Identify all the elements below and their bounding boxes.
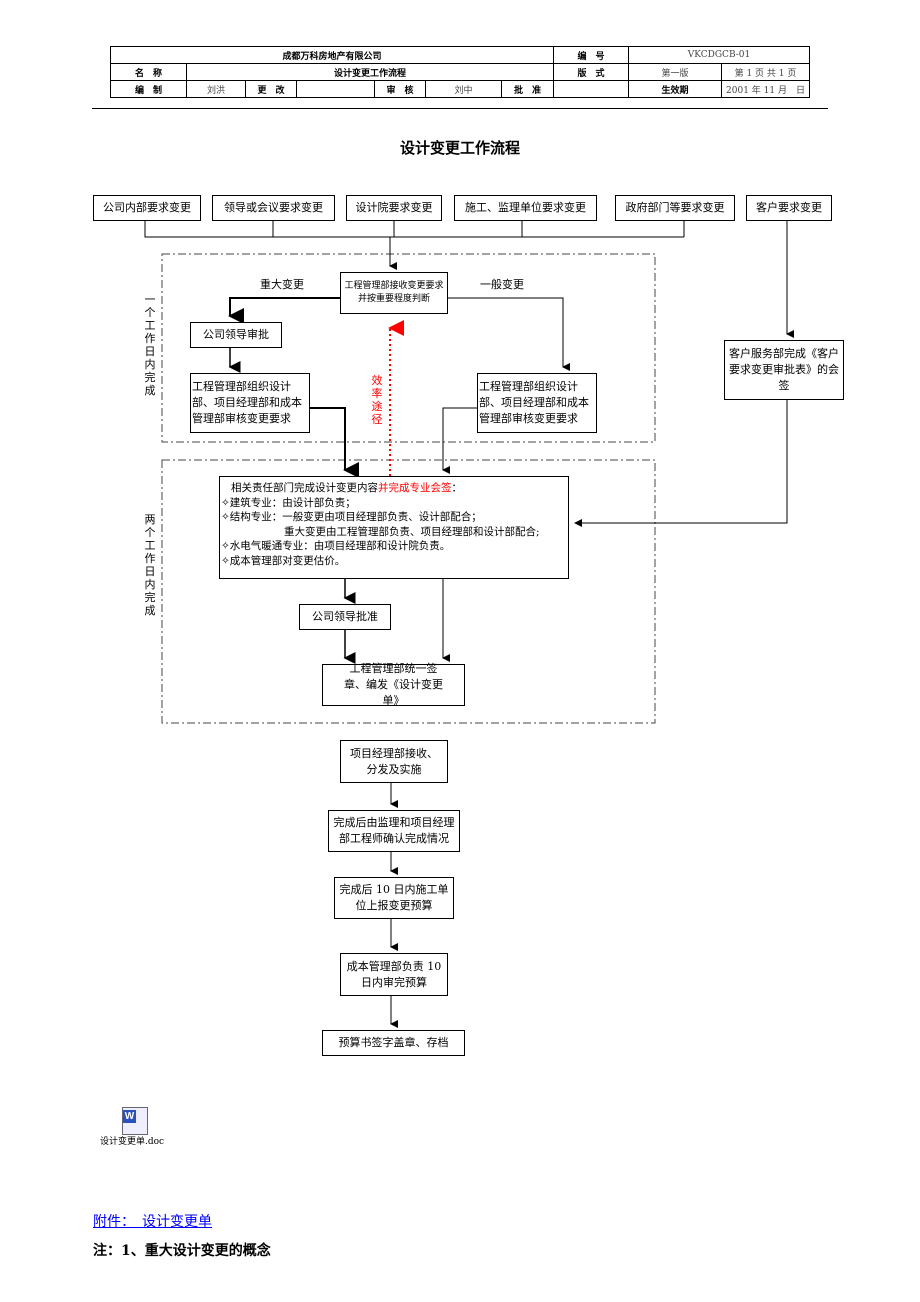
customer-box: 客户服务部完成《客户要求变更审批表》的会签 xyxy=(724,340,844,400)
main-content-box: 相关责任部门完成设计变更内容并完成专业会签： ✧建筑专业：由设计部负责； ✧结构… xyxy=(219,476,569,579)
efficiency-label: 效率途径 xyxy=(371,374,383,426)
review-left-box: 工程管理部组织设计部、项目经理部和成本管理部审核变更要求 xyxy=(190,373,310,433)
source-internal: 公司内部要求变更 xyxy=(93,195,201,221)
minor-label: 一般变更 xyxy=(480,278,524,291)
word-doc-icon[interactable]: W xyxy=(122,1107,148,1135)
main-line: ✧建筑专业：由设计部负责； xyxy=(221,496,356,509)
source-design-institute: 设计院要求变更 xyxy=(346,195,442,221)
source-contractor: 施工、监理单位要求变更 xyxy=(454,195,597,221)
cost-box: 成本管理部负责 10 日内审完预算 xyxy=(340,953,448,996)
zone1-label: 一个工作日内完成 xyxy=(144,293,156,397)
judge-box: 工程管理部接收变更要求并按重要程度判断 xyxy=(340,272,448,314)
archive-box: 预算书签字盖章、存档 xyxy=(322,1030,465,1056)
page-title: 设计变更工作流程 xyxy=(399,139,520,157)
main-line: 重大变更由工程管理部负责、项目经理部和设计部配合; xyxy=(221,525,540,538)
leader-review-box: 公司领导审批 xyxy=(190,322,282,348)
zone2-label: 两个工作日内完成 xyxy=(144,513,156,617)
leader-approve-box: 公司领导批准 xyxy=(299,604,391,630)
attachment-filename[interactable]: 设计变更单.doc xyxy=(100,1137,165,1147)
effective-label: 生效期 xyxy=(628,80,722,98)
source-leadership: 领导或会议要求变更 xyxy=(212,195,335,221)
note-heading: 注：1、重大设计变更的概念 xyxy=(93,1243,271,1259)
major-label: 重大变更 xyxy=(260,278,304,291)
source-customer: 客户要求变更 xyxy=(746,195,832,221)
main-intro-red: 并完成专业会签 xyxy=(378,482,452,494)
attachment-link[interactable]: 附件： 设计变更单 xyxy=(93,1214,212,1230)
main-line: ✧水电气暖通专业：由项目经理部和设计院负责。 xyxy=(221,540,451,552)
issue-box: 工程管理部统一签章、编发《设计变更单》 xyxy=(322,662,465,707)
divider xyxy=(92,108,828,109)
source-government: 政府部门等要求变更 xyxy=(615,195,735,221)
main-intro-end: ： xyxy=(451,482,463,494)
main-line: ✧结构专业：一般变更由项目经理部负责、设计部配合； xyxy=(221,511,482,523)
main-intro-text: 相关责任部门完成设计变更内容 xyxy=(231,482,379,494)
review-right-box: 工程管理部组织设计部、项目经理部和成本管理部审核变更要求 xyxy=(477,373,597,433)
budget-box: 完成后 10 日内施工单位上报变更预算 xyxy=(334,877,454,919)
main-intro: 相关责任部门完成设计变更内容并完成专业会签： xyxy=(221,481,462,496)
main-line: ✧成本管理部对变更估价。 xyxy=(221,554,346,567)
pm-box: 项目经理部接收、分发及实施 xyxy=(340,740,448,783)
confirm-box: 完成后由监理和项目经理部工程师确认完成情况 xyxy=(328,810,460,852)
effective-date: 2001 年 11 月 日 xyxy=(721,80,810,98)
